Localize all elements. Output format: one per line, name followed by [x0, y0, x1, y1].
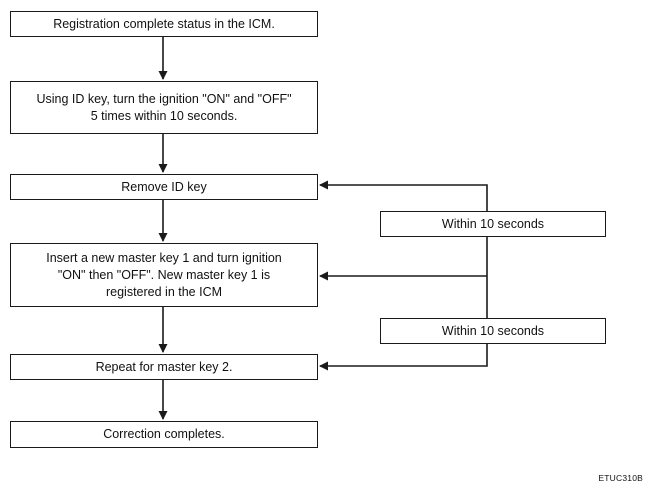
time-limit-note-lower: Within 10 seconds [380, 318, 606, 344]
step-remove-id-key: Remove ID key [10, 174, 318, 200]
loop-line-lower [319, 276, 488, 371]
figure-code: ETUC310B [598, 473, 643, 483]
step-1-label: Registration complete status in the ICM. [53, 16, 275, 31]
loop-line-upper [319, 180, 488, 276]
time-limit-note-upper: Within 10 seconds [380, 211, 606, 237]
time-limit-label-lower: Within 10 seconds [441, 323, 545, 338]
step-3-label: Remove ID key [121, 179, 207, 194]
step-5-label: Repeat for master key 2. [95, 359, 233, 374]
step-6-label: Correction completes. [103, 427, 225, 441]
step-2-line-2: 5 times within 10 seconds. [90, 108, 238, 123]
step-insert-master-key-1: Insert a new master key 1 and turn ignit… [10, 243, 318, 307]
step-2-line-1: Using ID key, turn the ignition "ON" and… [36, 91, 292, 106]
step-repeat-master-key-2: Repeat for master key 2. [10, 354, 318, 380]
step-ignition-cycle: Using ID key, turn the ignition "ON" and… [10, 81, 318, 134]
time-limit-label-upper: Within 10 seconds [441, 216, 545, 231]
step-registration-complete: Registration complete status in the ICM. [10, 11, 318, 37]
step-correction-completes: Correction completes. [10, 421, 318, 448]
step-2-label: Using ID key, turn the ignition "ON" and… [36, 91, 291, 125]
step-4-label: Insert a new master key 1 and turn ignit… [46, 250, 282, 299]
